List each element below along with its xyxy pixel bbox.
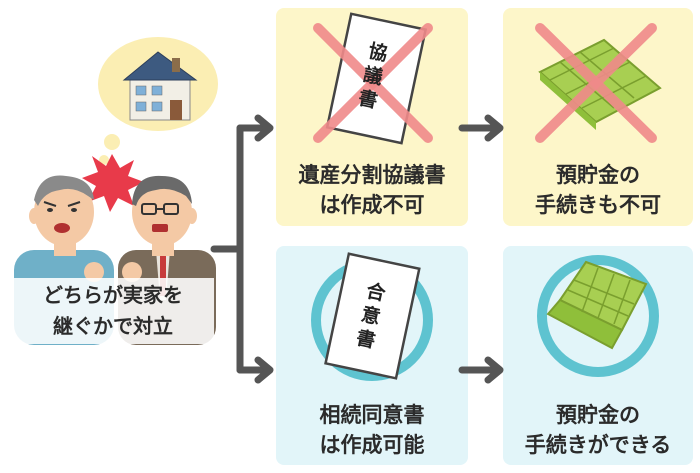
- savings-allowed-caption-line1: 預貯金の: [556, 403, 640, 427]
- conflict-label: どちらが実家を 継ぐかで対立: [12, 278, 214, 344]
- conflict-label-line1: どちらが実家を: [43, 283, 183, 307]
- bankbook-icon: [546, 260, 648, 350]
- consent-caption-line2: は作成可能: [319, 433, 425, 457]
- agreement-caption-line1: 遺産分割協議書: [298, 163, 446, 187]
- cross-mark-icon: [313, 23, 433, 143]
- savings-not-allowed-caption-line2: 手続きも不可: [535, 193, 661, 217]
- conflict-burst-icon: [82, 154, 144, 212]
- house-icon: [122, 51, 198, 121]
- agreement-caption-line2: は作成不可: [319, 193, 425, 217]
- conflict-label-line2: 継ぐかで対立: [53, 314, 173, 338]
- consent-caption: 相続同意書 は作成可能: [276, 400, 468, 460]
- savings-not-allowed-caption: 預貯金の 手続きも不可: [503, 160, 693, 220]
- consent-caption-line1: 相続同意書: [319, 403, 425, 427]
- circle-mark-icon: [537, 255, 659, 377]
- cross-mark-icon: [535, 23, 657, 143]
- savings-allowed-caption-line2: 手続きができる: [524, 433, 672, 457]
- savings-allowed-caption: 預貯金の 手続きができる: [503, 400, 693, 460]
- agreement-caption: 遺産分割協議書 は作成不可: [276, 160, 468, 220]
- savings-not-allowed-caption-line1: 預貯金の: [556, 163, 640, 187]
